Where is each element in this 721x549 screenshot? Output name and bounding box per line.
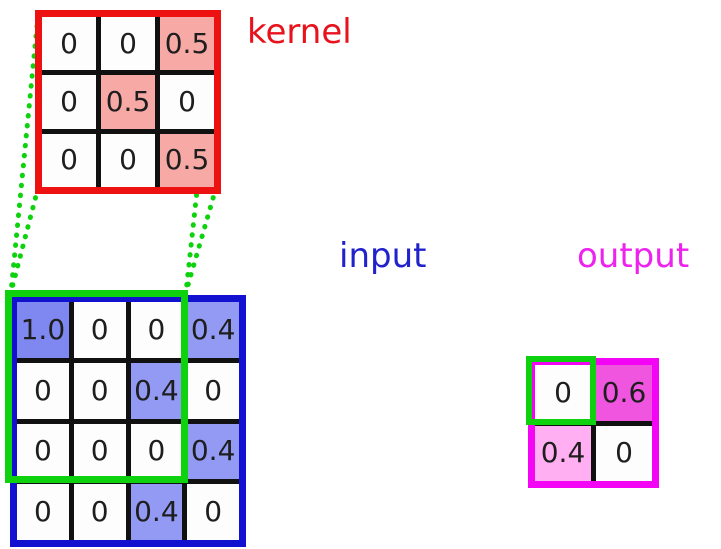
kernel-cell-r2c2: 0.5 bbox=[160, 133, 214, 187]
kernel-cell-r0c1: 0 bbox=[101, 17, 155, 71]
kernel-cell-r0c2: 0.5 bbox=[160, 17, 214, 71]
kernel-cell-r1c2: 0 bbox=[160, 75, 214, 129]
input-cell-r3c2: 0.4 bbox=[130, 484, 183, 540]
output-cell-r0c0: 0 bbox=[535, 365, 591, 421]
kernel-cell-r0c0: 0 bbox=[42, 17, 96, 71]
output-cell-r1c0: 0.4 bbox=[535, 425, 591, 481]
input-cell-r0c3: 0.4 bbox=[187, 302, 239, 358]
input-cell-r0c0: 1.0 bbox=[17, 302, 69, 358]
input-cell-r3c0: 0 bbox=[17, 484, 69, 540]
projection-line-top-left bbox=[8, 13, 41, 295]
input-cell-r2c0: 0 bbox=[17, 423, 69, 480]
input-cell-r1c2: 0.4 bbox=[130, 362, 183, 419]
input-receptive-field-box bbox=[5, 290, 188, 483]
input-cell-r1c1: 0 bbox=[73, 362, 126, 419]
kernel-cell-r2c0: 0 bbox=[42, 133, 96, 187]
kernel-cell-r1c0: 0 bbox=[42, 75, 96, 129]
input-cell-r1c0: 0 bbox=[17, 362, 69, 419]
input-cell-r0c2: 0 bbox=[130, 302, 183, 358]
projection-line-bottom-right bbox=[183, 185, 219, 295]
input-cell-r0c1: 0 bbox=[73, 302, 126, 358]
input-cell-r2c2: 0 bbox=[130, 423, 183, 480]
output-label: output bbox=[577, 236, 690, 276]
input-cell-r1c3: 0 bbox=[187, 362, 239, 419]
output-cell-r0c1: 0.6 bbox=[596, 365, 652, 421]
input-cell-r3c3: 0 bbox=[187, 484, 239, 540]
input-cell-r2c1: 0 bbox=[73, 423, 126, 480]
kernel-cell-r2c1: 0 bbox=[101, 133, 155, 187]
projection-line-bottom-left bbox=[8, 185, 41, 295]
input-cell-r2c3: 0.4 bbox=[187, 423, 239, 480]
output-cell-r1c1: 0 bbox=[596, 425, 652, 481]
input-label: input bbox=[339, 236, 427, 276]
input-cell-r3c1: 0 bbox=[73, 484, 126, 540]
output-active-cell-box bbox=[526, 356, 596, 425]
kernel-cell-r1c1: 0.5 bbox=[101, 75, 155, 129]
kernel-label: kernel bbox=[247, 12, 352, 52]
